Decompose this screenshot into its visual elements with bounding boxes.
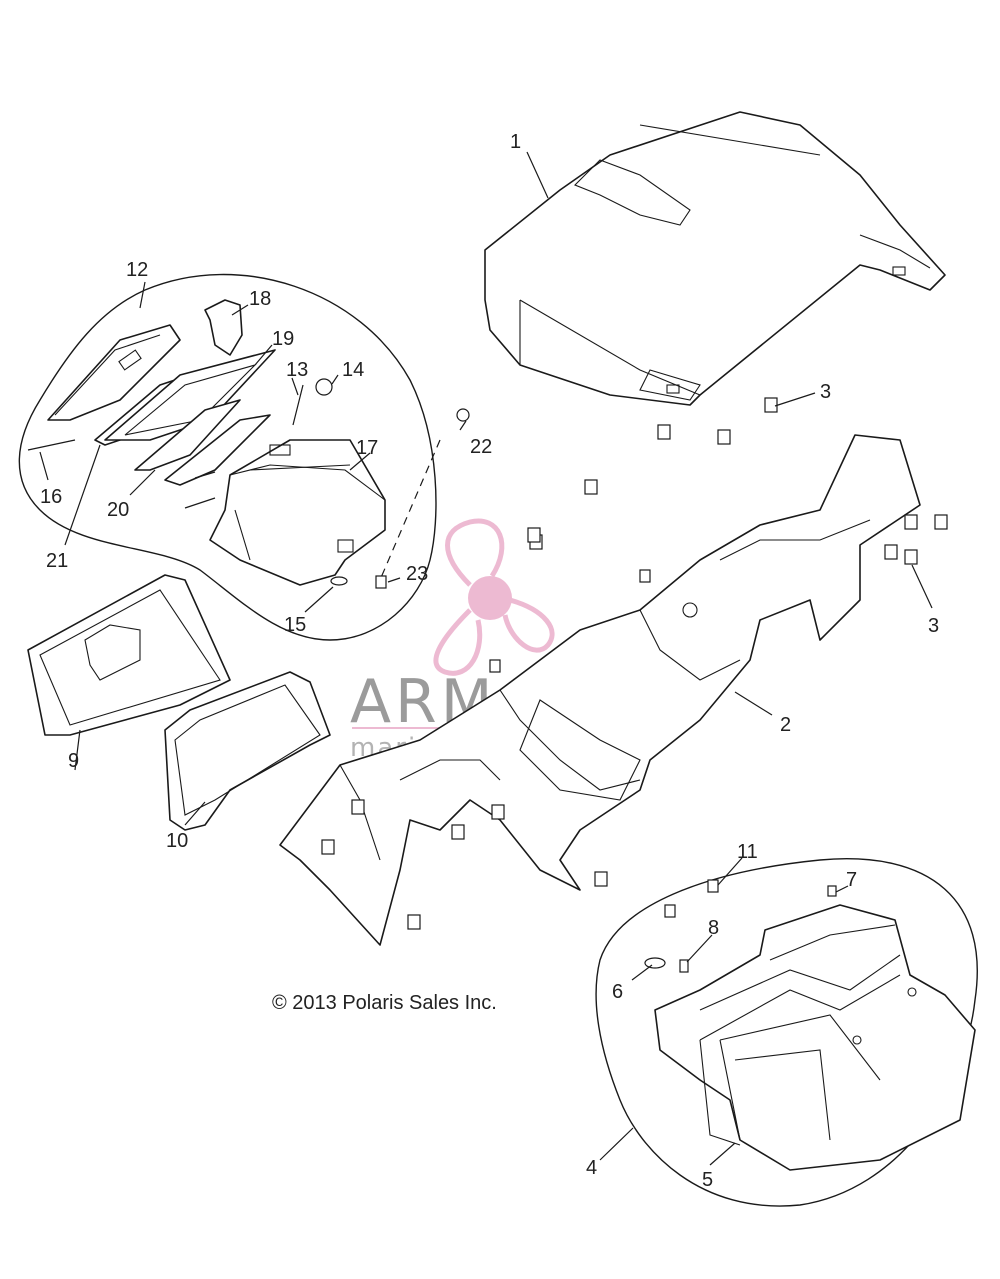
callout-8: 8 — [708, 917, 719, 939]
part-12-lid — [47, 324, 181, 421]
callout-3-right: 3 — [928, 615, 939, 637]
callout-11: 11 — [737, 841, 758, 863]
callout-7: 7 — [846, 869, 857, 891]
part-18-latch — [204, 299, 243, 356]
callout-22: 22 — [470, 436, 492, 458]
part-17-box — [209, 439, 386, 586]
callout-16: 16 — [40, 486, 62, 508]
callout-3-top: 3 — [820, 381, 831, 403]
callout-labels: 1 2 3 3 4 5 6 7 8 9 10 11 12 13 14 15 16… — [40, 131, 939, 1191]
part-9-door — [27, 574, 231, 736]
callout-21: 21 — [46, 550, 68, 572]
part-4-box-housing — [654, 904, 976, 1171]
callout-6: 6 — [612, 981, 623, 1003]
callout-1: 1 — [510, 131, 521, 153]
part-5-seal — [699, 974, 901, 1146]
callout-23: 23 — [406, 563, 428, 585]
callout-12: 12 — [126, 259, 148, 281]
callout-10: 10 — [166, 830, 188, 852]
callout-5: 5 — [702, 1169, 713, 1191]
callout-15: 15 — [284, 614, 306, 636]
callout-14: 14 — [342, 359, 364, 381]
part-10-gasket — [164, 671, 331, 831]
copyright-text: © 2013 Polaris Sales Inc. — [272, 992, 497, 1014]
callout-19: 19 — [272, 328, 294, 350]
part-2-dash — [279, 434, 921, 946]
callout-20: 20 — [107, 499, 129, 521]
callout-17: 17 — [356, 437, 378, 459]
hardware — [27, 378, 948, 973]
callout-18: 18 — [249, 288, 271, 310]
part-1-top-cover — [484, 111, 946, 406]
callout-13: 13 — [286, 359, 308, 381]
leader-lines — [39, 151, 933, 1166]
callout-2: 2 — [780, 714, 791, 736]
callout-4: 4 — [586, 1157, 597, 1179]
group-outline-12 — [18, 273, 437, 641]
part-19-21-frames — [94, 349, 276, 486]
callout-9: 9 — [68, 750, 79, 772]
